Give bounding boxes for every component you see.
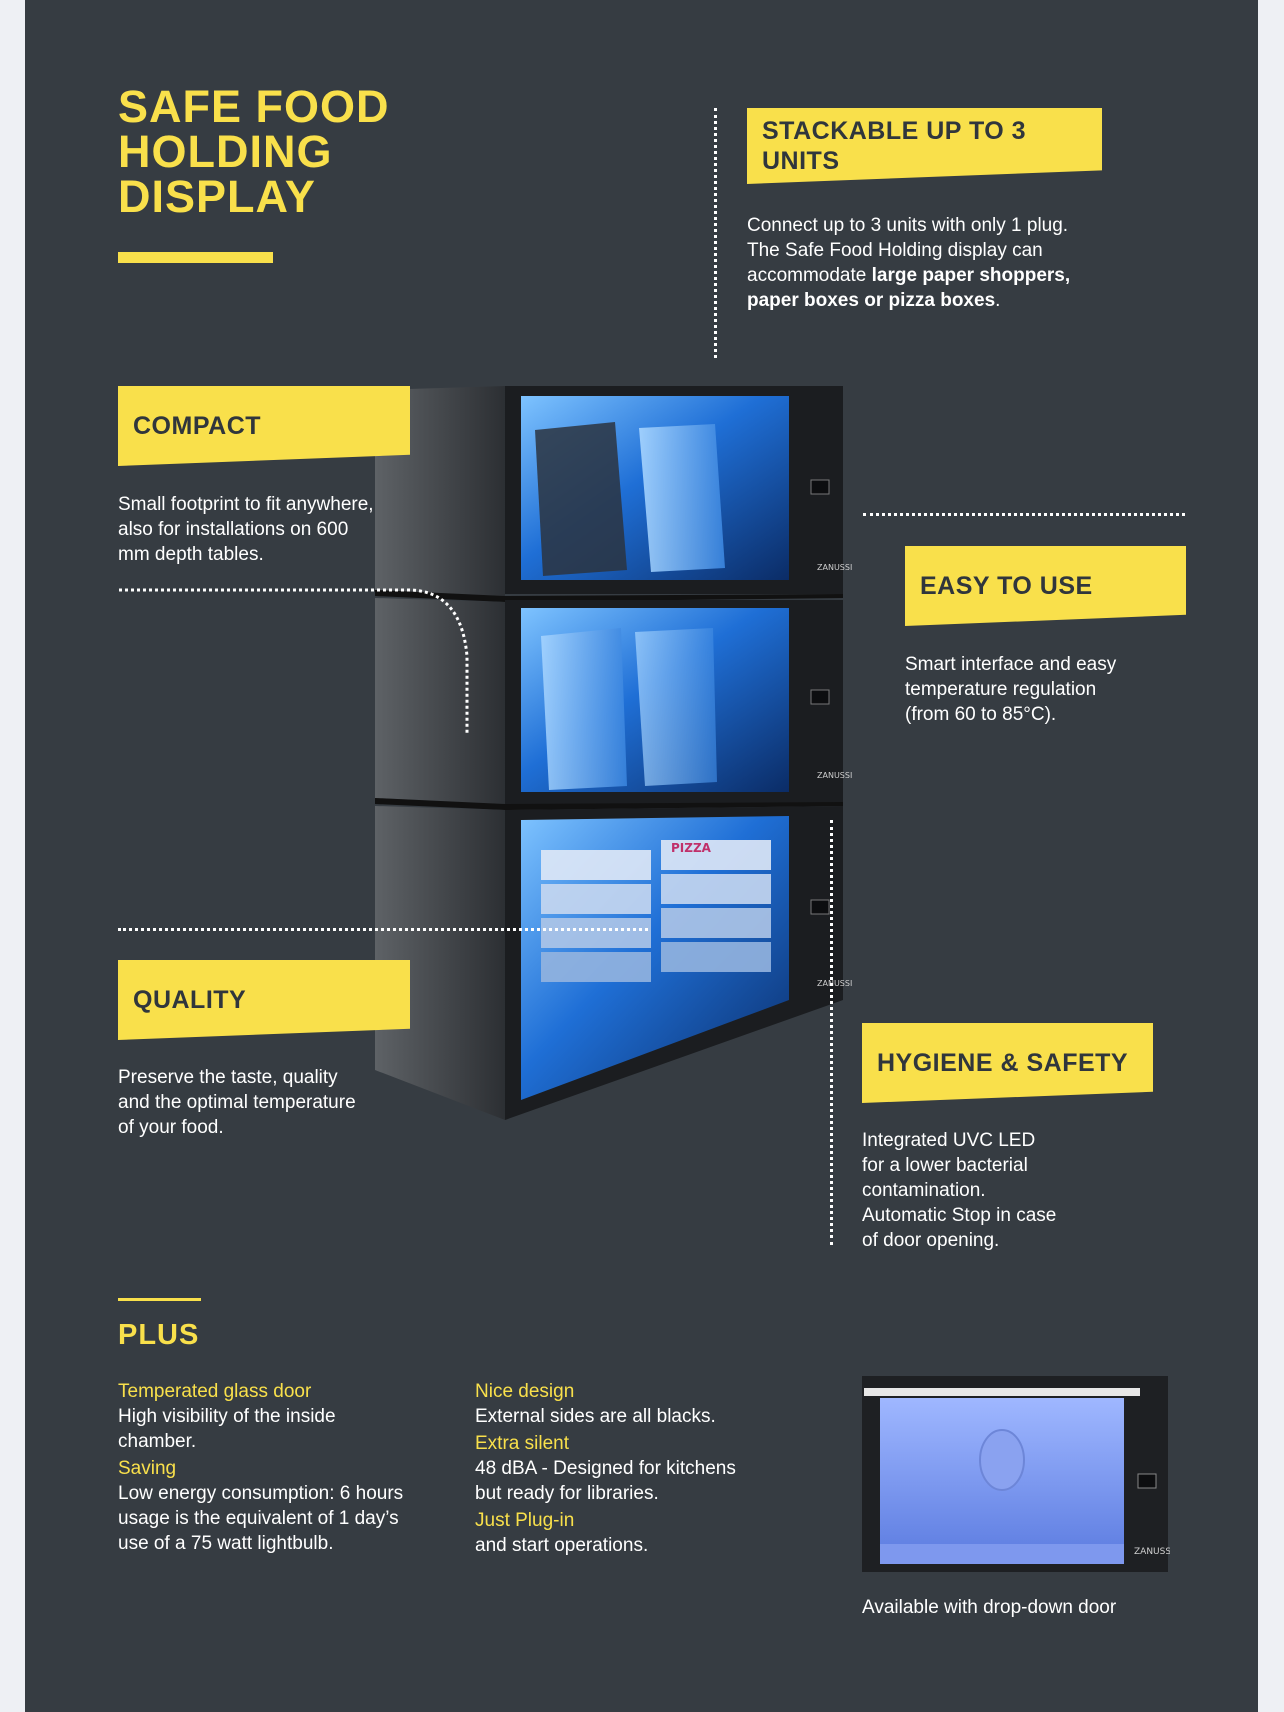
drop-down-door-unit-image: ZANUSSI bbox=[862, 1376, 1170, 1572]
plus-item-heading: Extra silent bbox=[475, 1433, 569, 1454]
easy-to-use-description: Smart interface and easy temperature reg… bbox=[905, 654, 1117, 725]
stackable-heading: STACKABLE UP TO 3 UNITS bbox=[747, 108, 1102, 184]
unit-top: ZANUSSI bbox=[375, 386, 852, 602]
svg-text:ZANUSSI: ZANUSSI bbox=[817, 771, 852, 780]
plus-column-middle: Nice design External sides are all black… bbox=[475, 1377, 805, 1558]
quality-connector-line bbox=[118, 928, 648, 931]
svg-text:ZANUSSI: ZANUSSI bbox=[1134, 1547, 1170, 1557]
svg-text:ZANUSSI: ZANUSSI bbox=[817, 979, 852, 988]
compact-heading: COMPACT bbox=[118, 386, 410, 466]
page-title: SAFE FOOD HOLDING DISPLAY bbox=[118, 81, 390, 222]
unit-middle: ZANUSSI bbox=[375, 598, 852, 810]
product-stack-image: ZANUSSI ZANUSSI PIZZA bbox=[375, 386, 852, 1120]
svg-text:PIZZA: PIZZA bbox=[671, 841, 712, 855]
plus-rule bbox=[118, 1298, 201, 1301]
stackable-description: Connect up to 3 units with only 1 plug. … bbox=[747, 215, 1071, 311]
drop-down-door-caption: Available with drop-down door bbox=[862, 1597, 1117, 1618]
compact-description: Small footprint to fit anywhere, also fo… bbox=[118, 494, 374, 565]
compact-connector-line bbox=[119, 588, 469, 734]
hygiene-connector-line bbox=[830, 820, 833, 1245]
quality-description: Preserve the taste, quality and the opti… bbox=[118, 1067, 356, 1138]
plus-title: PLUS bbox=[118, 1319, 200, 1351]
hygiene-safety-heading: HYGIENE & SAFETY bbox=[862, 1023, 1153, 1103]
svg-text:ZANUSSI: ZANUSSI bbox=[817, 563, 852, 572]
plus-item-heading: Just Plug-in bbox=[475, 1510, 575, 1531]
unit-bottom: PIZZA ZANUSSI bbox=[375, 806, 852, 1120]
brochure-page: SAFE FOOD HOLDING DISPLAY STACKABLE UP T… bbox=[25, 0, 1258, 1712]
plus-item-heading: Nice design bbox=[475, 1381, 575, 1402]
plus-item-heading: Saving bbox=[118, 1458, 177, 1479]
easy-connector-line bbox=[863, 513, 1185, 516]
plus-item-heading: Temperated glass door bbox=[118, 1381, 312, 1402]
quality-heading: QUALITY bbox=[118, 960, 410, 1040]
stackable-connector-line bbox=[714, 108, 717, 358]
title-underline bbox=[118, 252, 273, 263]
plus-column-left: Temperated glass door High visibility of… bbox=[118, 1377, 448, 1556]
hygiene-safety-description: Integrated UVC LED for a lower bacterial… bbox=[862, 1130, 1057, 1251]
easy-to-use-heading: EASY TO USE bbox=[905, 546, 1186, 626]
